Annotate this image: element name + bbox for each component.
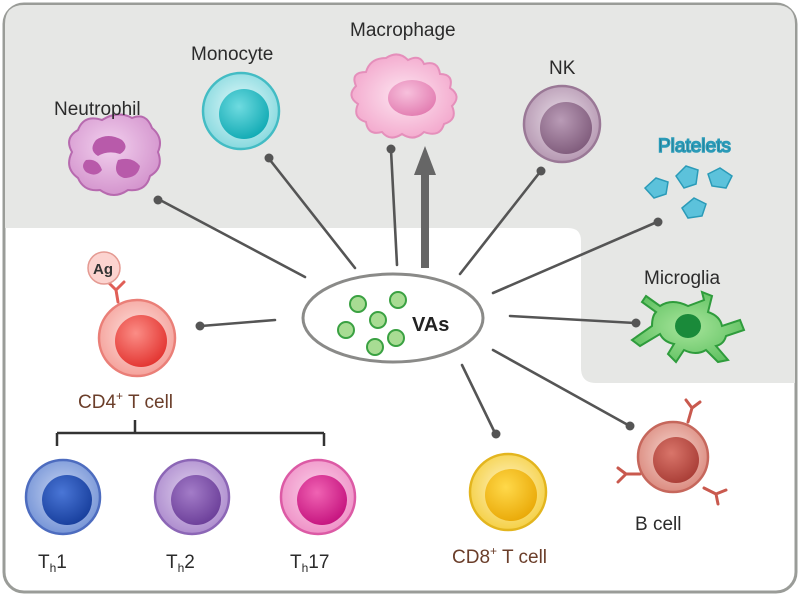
line-monocyte xyxy=(268,158,357,270)
b-cell-antibodies xyxy=(616,398,728,506)
monocyte-label: Monocyte xyxy=(191,44,273,65)
th2-nucleus xyxy=(171,475,221,525)
nk-label: NK xyxy=(549,58,576,79)
dot-monocyte xyxy=(264,153,274,163)
cd4-t-cell: Ag CD4+ T cell xyxy=(78,251,177,413)
b-cell-label: B cell xyxy=(635,514,681,535)
line-b-cell xyxy=(491,348,630,427)
dot-platelets xyxy=(653,217,663,227)
monocyte: Monocyte xyxy=(191,44,281,151)
platelets: Platelets xyxy=(643,135,733,219)
line-neutrophil xyxy=(158,198,307,279)
b-cell: B cell xyxy=(616,398,728,535)
va-particles xyxy=(337,291,407,356)
line-cd4 xyxy=(199,318,277,328)
th1-cell: Th1 xyxy=(24,458,102,575)
platelet xyxy=(681,197,707,219)
macrophage: Macrophage xyxy=(350,20,458,139)
microglia-label: Microglia xyxy=(644,268,720,289)
neutrophil-nucleus xyxy=(83,136,140,178)
neutrophil: Neutrophil xyxy=(54,99,161,196)
va-group: VAs xyxy=(301,272,485,364)
dot-b-cell xyxy=(625,421,635,431)
macrophage-arrow xyxy=(414,146,436,268)
dot-microglia xyxy=(631,318,641,328)
cd8-label: CD8+ T cell xyxy=(452,544,547,568)
th2-label: Th2 xyxy=(166,552,195,575)
gray-panel xyxy=(5,5,795,383)
platelet xyxy=(643,177,669,199)
platelet xyxy=(707,167,733,189)
antigen-label: Ag xyxy=(93,261,113,278)
platelets-label: Platelets xyxy=(658,136,731,157)
cd4-label: CD4+ T cell xyxy=(78,389,173,413)
neutrophil-label: Neutrophil xyxy=(54,99,141,120)
connector-dots xyxy=(153,144,663,439)
th17-nucleus xyxy=(297,475,347,525)
dot-neutrophil xyxy=(153,195,163,205)
dot-macrophage xyxy=(386,144,396,154)
th17-cell: Th17 xyxy=(279,458,357,575)
platelet xyxy=(675,165,699,189)
line-microglia xyxy=(508,314,637,325)
th17-label: Th17 xyxy=(290,552,329,575)
dot-nk xyxy=(536,166,546,176)
line-nk xyxy=(458,170,542,276)
cd4-nucleus xyxy=(115,315,167,367)
line-platelets xyxy=(491,220,659,295)
line-cd8 xyxy=(460,363,497,435)
microglia: Microglia xyxy=(630,268,746,364)
antigen-bubble xyxy=(87,251,121,285)
dot-cd8 xyxy=(491,429,501,439)
dot-cd4 xyxy=(195,321,205,331)
microglia-nucleus xyxy=(675,314,701,338)
va-ellipse xyxy=(301,272,485,364)
macrophage-label: Macrophage xyxy=(350,20,456,41)
cd8-t-cell: CD8+ T cell xyxy=(452,452,548,568)
b-cell-nucleus xyxy=(653,437,699,483)
line-macrophage xyxy=(389,148,399,267)
nk-nucleus xyxy=(540,102,592,154)
connector-lines xyxy=(158,148,659,435)
th-bracket xyxy=(55,420,326,446)
th1-nucleus xyxy=(42,475,92,525)
monocyte-nucleus xyxy=(219,89,269,139)
neutrophil-cell xyxy=(68,113,161,196)
va-label: VAs xyxy=(412,314,449,336)
th1-label: Th1 xyxy=(38,552,67,575)
th2-cell: Th2 xyxy=(153,458,231,575)
nk-cell: NK xyxy=(522,58,602,164)
cd8-nucleus xyxy=(485,469,537,521)
macrophage-nucleus xyxy=(388,80,436,116)
